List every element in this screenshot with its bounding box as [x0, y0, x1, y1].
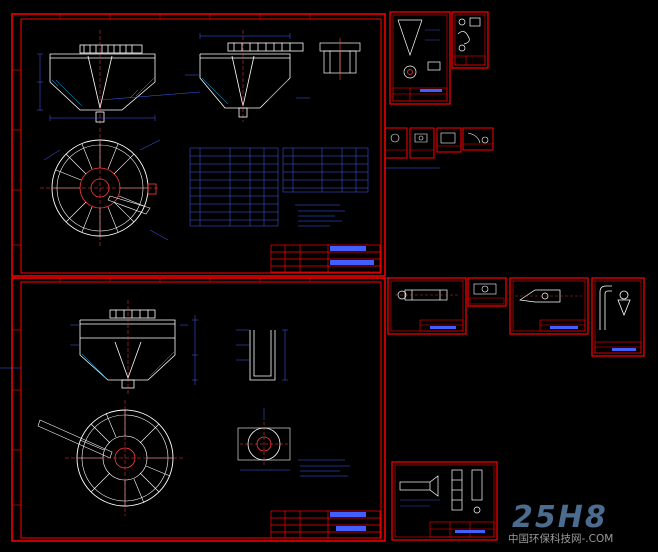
detail-sheet-pipe-1: [387, 277, 467, 335]
channel-section: [249, 330, 276, 381]
title-block-bottom: [270, 510, 381, 539]
sheet-top-left: [11, 13, 386, 277]
parts-table-left: [189, 147, 279, 227]
tank-plan-view: [40, 128, 160, 248]
notes-block-top: [295, 204, 345, 227]
tank-plan-view-2: [37, 400, 185, 516]
site-watermark: 25H8 中国环保科技网-.COM: [508, 500, 656, 550]
detail-sheet-pipe-2: [509, 277, 589, 335]
detail-sheet-pipe-bend: [591, 277, 645, 357]
detail-sheet-cone: [389, 11, 451, 105]
title-block-top: [270, 244, 381, 273]
notes-block-bottom: [298, 459, 350, 477]
tank-elevation-1: [49, 30, 156, 125]
sheet-bottom-left: [0, 277, 386, 542]
watermark-logo: 25H8: [512, 500, 608, 535]
nozzle-detail: [237, 422, 291, 466]
detail-sheet-row: [384, 127, 494, 159]
tank-elevation-2: [199, 30, 304, 122]
watermark-site-name: 中国环保科技网-.COM: [508, 533, 614, 545]
detail-sheet-bracket: [451, 11, 489, 69]
detail-sheet-valve: [467, 277, 507, 307]
detail-sheet-bottom-right: [391, 461, 498, 541]
tank-elevation-3: [79, 300, 176, 395]
parts-table-right: [282, 147, 369, 193]
